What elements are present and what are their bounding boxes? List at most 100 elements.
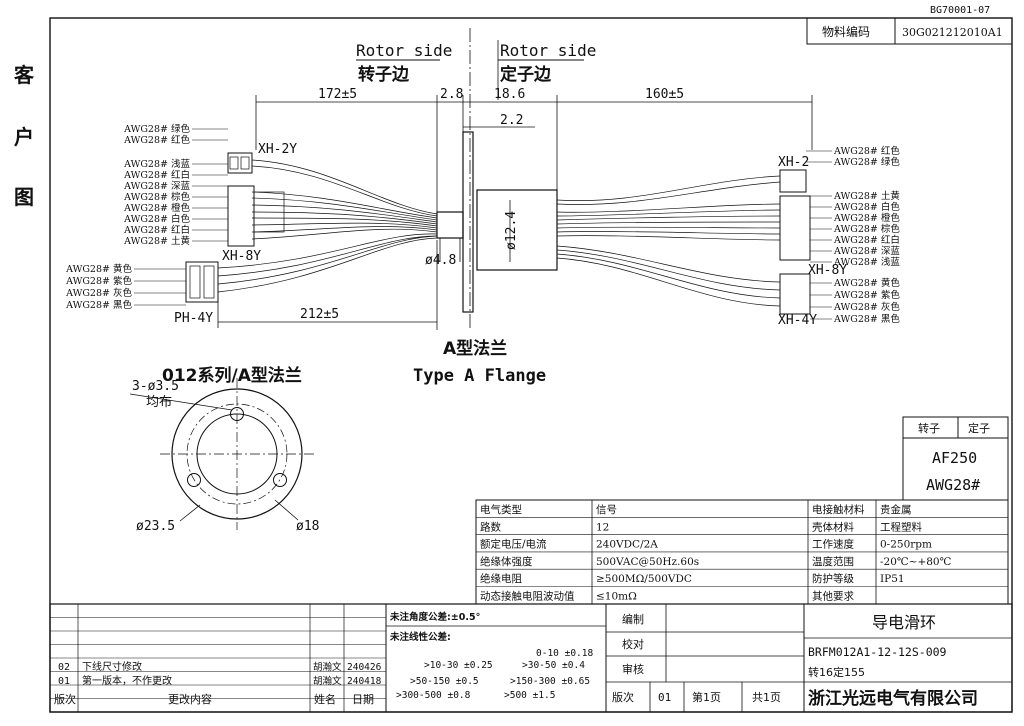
- wire-label: AWG28# 黄色: [65, 263, 132, 275]
- wire-label: AWG28# 紫色: [65, 275, 132, 287]
- spec-key: 动态接触电阻波动值: [480, 590, 575, 603]
- wire-label: AWG28# 棕色: [833, 223, 900, 235]
- rotor-side-cn: 转子边: [358, 64, 410, 85]
- flange-holes-even: 均布: [146, 395, 172, 410]
- wire-label: AWG28# 绿色: [123, 123, 190, 135]
- rev-name: 胡瀚文: [313, 675, 342, 687]
- wire-label: AWG28# 土黄: [833, 190, 900, 202]
- left-label-2: 户: [14, 125, 34, 149]
- part-number: BRFM012A1-12-12S-009: [808, 645, 947, 659]
- material-code: 30G021212010A1: [902, 26, 1003, 39]
- connector-ph4y: [185, 261, 219, 303]
- wire-label: AWG28# 红色: [123, 134, 190, 146]
- approve-review: 审核: [622, 662, 644, 676]
- tol-linear: 未注线性公差:: [389, 631, 451, 643]
- wire-label: AWG28# 棕色: [123, 191, 190, 203]
- rev-header: 姓名: [314, 692, 336, 706]
- rotor-shaft: [436, 211, 464, 239]
- part-note: 转16定155: [808, 665, 865, 679]
- label-xh2y: XH-2Y: [258, 142, 297, 157]
- stator-side-en: Rotor side: [500, 41, 596, 60]
- wire-label: AWG28# 灰色: [833, 301, 900, 313]
- spec-value: 信号: [596, 504, 617, 516]
- label-ph4y: PH-4Y: [174, 311, 213, 326]
- spec-key: 额定电压/电流: [480, 538, 547, 551]
- material-label: 物料编码: [822, 24, 870, 39]
- left-label-1: 客: [13, 63, 35, 87]
- spec-key-2: 工作速度: [812, 538, 854, 551]
- spec-value: ≥500MΩ/500VDC: [596, 573, 692, 585]
- connector-xh4y: [779, 273, 811, 315]
- wire-label: AWG28# 黑色: [65, 299, 132, 311]
- wire-label: AWG28# 浅蓝: [123, 158, 190, 170]
- rs-stator: 定子: [968, 421, 990, 435]
- dim-2-8: 2.8: [440, 87, 463, 102]
- spec-value: 240VDC/2A: [596, 539, 658, 551]
- page-total: 共1页: [752, 691, 781, 704]
- flange-title-cn: A型法兰: [443, 338, 507, 359]
- rev-no: 02: [58, 662, 70, 673]
- wire-label: AWG28# 黑色: [833, 313, 900, 325]
- spec-value: 12: [596, 521, 609, 533]
- wire-label: AWG28# 橙色: [833, 212, 900, 224]
- connector-xh8y-right: [779, 195, 811, 261]
- flange-holes: 3-ø3.5: [132, 379, 179, 394]
- wire-label: AWG28# 红白: [123, 169, 190, 181]
- wire-label: AWG28# 橙色: [123, 202, 190, 214]
- wire-label: AWG28# 紫色: [833, 289, 900, 301]
- dim-18-6: 18.6: [494, 87, 525, 102]
- dim-hole-dia: ø4.8: [425, 253, 456, 268]
- dim-stator-len: 160±5: [645, 87, 684, 102]
- label-xh4y: XH-4Y: [778, 313, 817, 328]
- spec-key-2: 温度范围: [812, 555, 854, 568]
- rev-header: 日期: [352, 693, 374, 706]
- doc-code: BG70001-07: [930, 5, 990, 16]
- approve-check: 校对: [622, 637, 644, 651]
- rev-header: 版次: [54, 692, 76, 706]
- rev-header: 更改内容: [168, 692, 212, 706]
- ver-value: 01: [658, 691, 671, 704]
- stator-housing: [476, 189, 558, 271]
- wire-label: AWG28# 白色: [123, 213, 190, 225]
- label-xh8y-left: XH-8Y: [222, 249, 261, 264]
- tol-r2b: >30-50 ±0.4: [522, 660, 585, 671]
- label-xh8y-right: XH-8Y: [808, 263, 847, 278]
- rs-rotor: 转子: [918, 421, 940, 435]
- rev-no: 01: [58, 676, 70, 687]
- rev-desc: 第一版本，不作更改: [82, 674, 172, 687]
- wire-label: AWG28# 浅蓝: [833, 256, 900, 268]
- spec-value-2: -20℃~+80℃: [880, 556, 952, 568]
- mount-hole-3: [273, 473, 287, 487]
- spec-key-2: 防护等级: [812, 572, 854, 585]
- spec-key: 绝缘电阻: [480, 572, 522, 585]
- connector-xh8y-left: [227, 185, 255, 247]
- wire-label: AWG28# 红色: [833, 145, 900, 157]
- wire-label: AWG28# 深蓝: [833, 245, 900, 257]
- tol-r3b: >150-300 ±0.65: [510, 676, 590, 687]
- rs-model: AF250: [932, 449, 977, 467]
- dim-ph-len: 212±5: [300, 307, 339, 322]
- spec-value-2: 0-250rpm: [880, 539, 932, 551]
- rev-name: 胡瀚文: [313, 661, 342, 673]
- spec-key-2: 壳体材料: [812, 520, 854, 533]
- flange-title-en: Type A Flange: [413, 366, 546, 386]
- rev-date: 240418: [347, 676, 382, 687]
- dim-shaft-dia: ø12.4: [504, 211, 519, 250]
- rev-desc: 下线尺寸修改: [82, 660, 142, 673]
- spec-key: 路数: [480, 520, 501, 533]
- wire-label: AWG28# 深蓝: [123, 180, 190, 192]
- spec-value: 500VAC@50Hz.60s: [596, 556, 699, 568]
- wire-label: AWG28# 红白: [123, 224, 190, 236]
- flange-series: 012系列/A型法兰: [162, 365, 302, 386]
- wire-label: AWG28# 红白: [833, 234, 900, 246]
- spec-key: 电气类型: [480, 503, 522, 516]
- page-number: 第1页: [692, 690, 721, 704]
- rs-awg: AWG28#: [926, 476, 980, 494]
- rotor-side-en: Rotor side: [356, 41, 452, 60]
- tol-r4a: >300-500 ±0.8: [396, 690, 471, 701]
- label-xh2: XH-2: [778, 155, 809, 170]
- dim-rotor-len: 172±5: [318, 87, 357, 102]
- spec-value-2: IP51: [880, 573, 905, 585]
- spec-key-2: 电接触材料: [812, 503, 865, 516]
